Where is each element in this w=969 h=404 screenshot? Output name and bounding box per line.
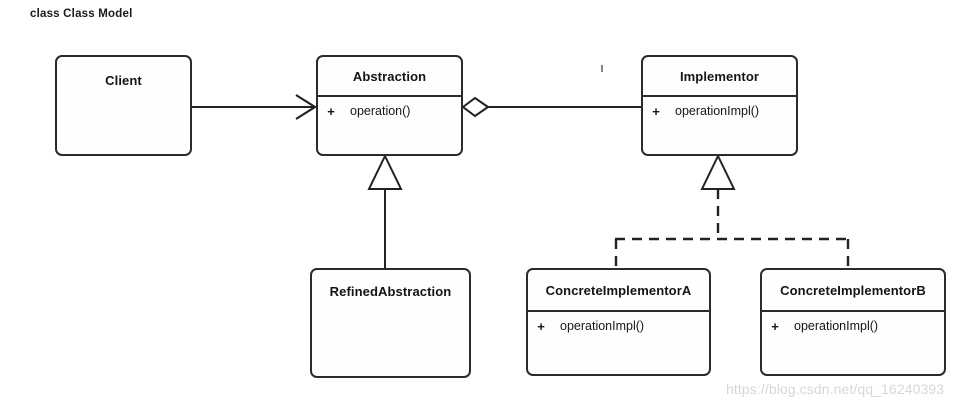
class-box-client[interactable]: Client: [55, 55, 192, 156]
class-name-client: Client: [105, 72, 142, 88]
class-name-refined-abstraction: RefinedAbstraction: [329, 283, 452, 299]
class-box-concrete-implementor-a[interactable]: ConcreteImplementorA + operationImpl(): [526, 268, 711, 376]
class-members-implementor: + operationImpl(): [643, 97, 796, 154]
edge-concrete-implementors-to-implementor: [614, 153, 850, 268]
edge-client-to-abstraction: [192, 94, 318, 120]
source-watermark: https://blog.csdn.net/qq_16240393: [726, 381, 945, 397]
class-box-implementor[interactable]: Implementor + operationImpl(): [641, 55, 798, 156]
class-members-abstraction: + operation(): [318, 97, 461, 154]
member-signature: operation(): [350, 104, 411, 118]
member-row: + operationImpl(): [643, 100, 796, 122]
member-signature: operationImpl(): [560, 319, 645, 333]
class-members-client: [57, 103, 190, 154]
class-members-concrete-implementor-a: + operationImpl(): [528, 312, 709, 374]
member-row: + operation(): [318, 100, 461, 122]
member-visibility: +: [327, 103, 335, 119]
member-visibility: +: [652, 103, 660, 119]
member-row: + operationImpl(): [762, 315, 944, 337]
class-name-abstraction: Abstraction: [318, 57, 461, 97]
member-row: + operationImpl(): [528, 315, 709, 337]
class-box-refined-abstraction[interactable]: RefinedAbstraction: [310, 268, 471, 378]
diagram-title: class Class Model: [30, 8, 133, 20]
edge-refined-to-abstraction: [367, 153, 403, 268]
scan-artifact-speck: [601, 65, 603, 72]
member-visibility: +: [537, 318, 545, 334]
edge-abstraction-to-implementor: [461, 96, 641, 118]
member-signature: operationImpl(): [794, 319, 879, 333]
class-name-implementor: Implementor: [643, 57, 796, 97]
class-box-abstraction[interactable]: Abstraction + operation(): [316, 55, 463, 156]
member-signature: operationImpl(): [675, 104, 760, 118]
class-members-refined-abstraction: [312, 312, 469, 376]
class-members-concrete-implementor-b: + operationImpl(): [762, 312, 944, 374]
class-name-concrete-implementor-b: ConcreteImplementorB: [762, 270, 944, 312]
member-visibility: +: [771, 318, 779, 334]
class-box-concrete-implementor-b[interactable]: ConcreteImplementorB + operationImpl(): [760, 268, 946, 376]
class-name-concrete-implementor-a: ConcreteImplementorA: [528, 270, 709, 312]
